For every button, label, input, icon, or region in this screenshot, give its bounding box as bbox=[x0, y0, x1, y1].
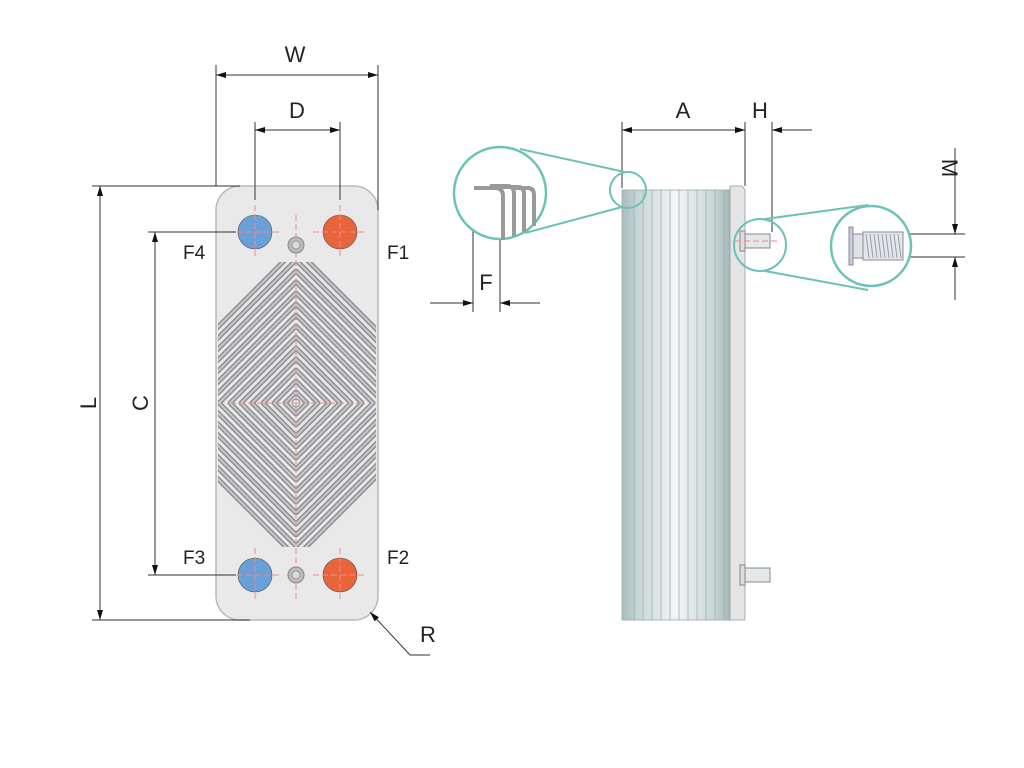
label-m: M bbox=[937, 159, 962, 177]
front-view: W D L C F4 F1 F3 F2 R bbox=[76, 42, 436, 656]
label-f1: F1 bbox=[387, 243, 409, 264]
plate-ribs bbox=[633, 190, 725, 620]
label-d: D bbox=[289, 98, 305, 123]
plate-pack bbox=[621, 189, 731, 621]
connection-bottom bbox=[739, 564, 771, 586]
side-view: A H M F bbox=[430, 98, 965, 621]
detail-thread bbox=[733, 204, 913, 291]
label-f3: F3 bbox=[183, 548, 205, 569]
detail-plate-fold bbox=[452, 145, 647, 241]
label-c: C bbox=[128, 395, 153, 411]
label-w: W bbox=[285, 42, 306, 67]
label-r: R bbox=[420, 622, 436, 647]
label-f2: F2 bbox=[387, 548, 409, 569]
label-h: H bbox=[752, 98, 768, 123]
vent-port-bottom bbox=[287, 566, 305, 584]
label-a: A bbox=[676, 98, 691, 123]
label-f: F bbox=[479, 270, 492, 295]
label-l: L bbox=[76, 397, 101, 409]
vent-port-top bbox=[287, 236, 305, 254]
label-f4: F4 bbox=[183, 243, 206, 264]
end-plate bbox=[729, 185, 746, 621]
